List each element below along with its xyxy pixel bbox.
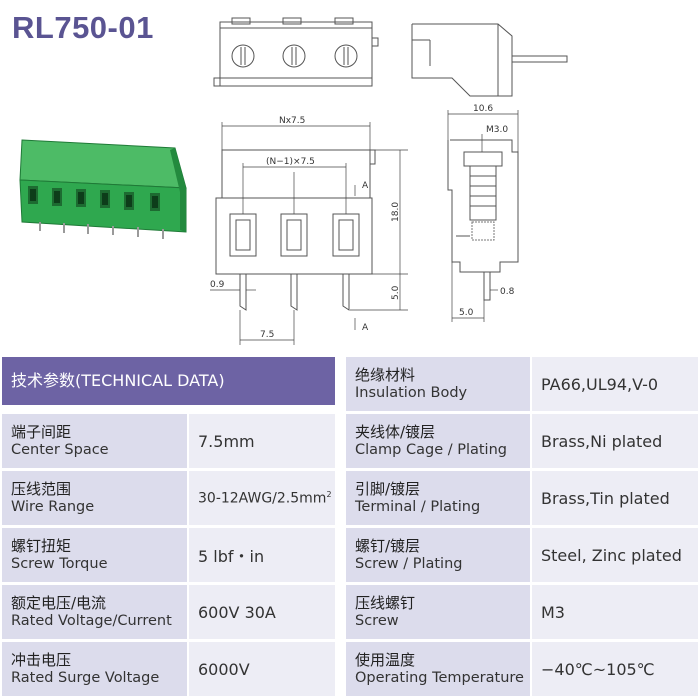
row-value: 7.5mm: [198, 431, 255, 451]
front-dimensions: [210, 122, 408, 345]
table-row: 使用温度 Operating Temperature −40℃~105℃: [346, 642, 698, 696]
row-value: −40℃~105℃: [541, 659, 655, 679]
dim-mark-a1: A: [362, 181, 369, 191]
row-label-zh: 使用温度: [355, 651, 416, 669]
row-label-zh: 引脚/镀层: [355, 480, 421, 498]
row-label-zh: 绝缘材料: [355, 366, 416, 384]
product-photo: [19, 139, 187, 239]
row-label-en: Screw: [355, 613, 399, 629]
table-row: 螺钉扭矩 Screw Torque 5 lbf・in: [2, 528, 335, 582]
dim-w75: 7.5: [260, 330, 274, 340]
table-row: 夹线体/镀层 Clamp Cage / Plating Brass,Ni pla…: [346, 414, 698, 468]
dim-n1x75: (N−1)×7.5: [266, 157, 315, 167]
row-label-en: Rated Surge Voltage: [11, 670, 160, 686]
dim-nx75: Nx7.5: [279, 116, 305, 126]
table-row: 绝缘材料 Insulation Body PA66,UL94,V-0: [346, 357, 698, 411]
row-value: 5 lbf・in: [198, 547, 265, 566]
row-value: Steel, Zinc plated: [541, 545, 682, 565]
row-label-zh: 端子间距: [11, 423, 72, 441]
table-row: 额定电压/电流 Rated Voltage/Current 600V 30A: [2, 585, 335, 639]
row-label-zh: 额定电压/电流: [11, 594, 107, 612]
table-row: 引脚/镀层 Terminal / Plating Brass,Tin plate…: [346, 471, 698, 525]
table-header: 技术参数(TECHNICAL DATA): [2, 357, 335, 407]
dim-w09: 0.9: [210, 280, 225, 290]
dim-w08: 0.8: [500, 287, 515, 297]
row-label-en: Terminal / Plating: [355, 499, 481, 515]
dim-mark-a2: A: [362, 323, 369, 333]
table-row: 螺钉/镀层 Screw / Plating Steel, Zinc plated: [346, 528, 698, 582]
side-view: [411, 23, 568, 97]
section-view: [447, 139, 519, 301]
row-label-zh: 压线螺钉: [355, 594, 416, 612]
superscript: 2: [326, 489, 332, 499]
row-value: 30-12AWG/2.5mm2: [198, 489, 332, 507]
dim-w50b: 5.0: [459, 308, 474, 318]
row-label-en: Clamp Cage / Plating: [355, 442, 507, 458]
header-label: 技术参数(TECHNICAL DATA): [11, 371, 225, 390]
product-title: RL750-01: [12, 10, 154, 45]
row-value: 600V 30A: [198, 602, 276, 622]
table-row: 压线螺钉 Screw M3: [346, 585, 698, 639]
top-view: [213, 17, 379, 87]
table-row: 端子间距 Center Space 7.5mm: [2, 414, 335, 468]
row-label-zh: 螺钉/镀层: [355, 537, 421, 555]
row-value: 6000V: [198, 659, 250, 679]
row-label-zh: 压线范围: [11, 480, 72, 498]
dim-m30: M3.0: [486, 125, 508, 135]
row-label-en: Wire Range: [11, 499, 95, 515]
row-value: Brass,Ni plated: [541, 431, 663, 451]
row-label-en: Center Space: [11, 442, 109, 458]
row-label-en: Insulation Body: [355, 385, 468, 401]
dim-h50: 5.0: [391, 285, 401, 300]
dim-h18: 18.0: [391, 202, 401, 222]
dim-w106: 10.6: [473, 104, 493, 114]
table-row: 压线范围 Wire Range 30-12AWG/2.5mm2: [2, 471, 335, 525]
row-label-en: Operating Temperature: [355, 670, 524, 686]
table-row: 冲击电压 Rated Surge Voltage 6000V: [2, 642, 335, 696]
row-label-zh: 冲击电压: [11, 651, 72, 669]
row-value: M3: [541, 602, 565, 622]
front-view: [215, 149, 376, 311]
row-label-en: Rated Voltage/Current: [11, 613, 172, 629]
row-value: Brass,Tin plated: [541, 488, 670, 508]
row-label-zh: 螺钉扭矩: [11, 537, 72, 555]
row-value: PA66,UL94,V-0: [541, 374, 659, 394]
row-label-zh: 夹线体/镀层: [355, 423, 436, 441]
section-dimensions: [447, 110, 519, 322]
row-label-en: Screw / Plating: [355, 556, 463, 572]
technical-drawing: Nx7.5 (N−1)×7.5 A A 18.0 5.0 0.9 7.5 10.…: [19, 17, 568, 345]
row-label-en: Screw Torque: [11, 556, 108, 572]
